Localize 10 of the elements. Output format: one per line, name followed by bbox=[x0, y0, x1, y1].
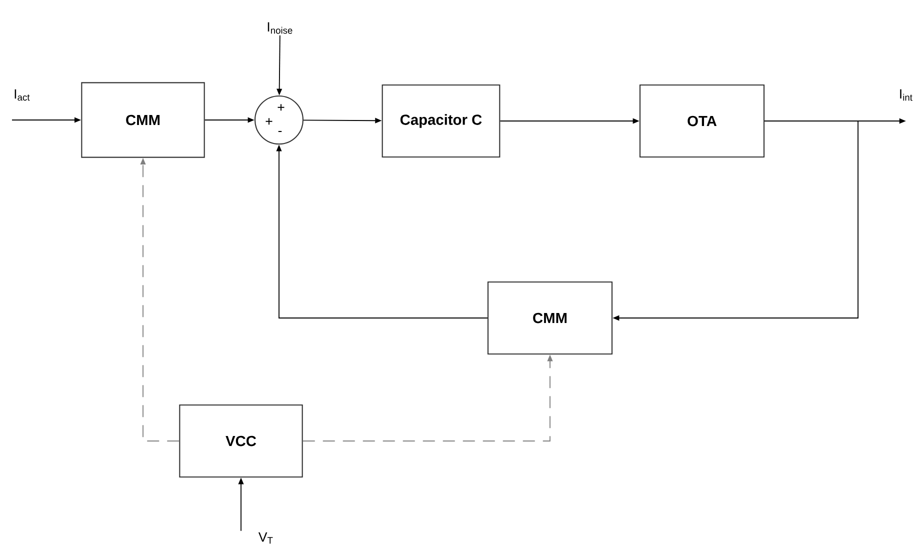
block-box: Capacitor C bbox=[382, 84, 500, 158]
signal-label: V$_{T}$ bbox=[258, 532, 273, 544]
block-box: CMM bbox=[487, 281, 613, 355]
signal-label: I$_{noise}$ bbox=[268, 22, 292, 34]
block-box: VCC bbox=[179, 404, 303, 478]
block-box: OTA bbox=[639, 84, 765, 158]
signal-label: I$_{int}$ bbox=[900, 89, 912, 101]
summing-junction: + + - bbox=[254, 95, 304, 145]
signal-label: I$_{act}$ bbox=[14, 89, 30, 101]
block-box: CMM bbox=[81, 82, 205, 158]
